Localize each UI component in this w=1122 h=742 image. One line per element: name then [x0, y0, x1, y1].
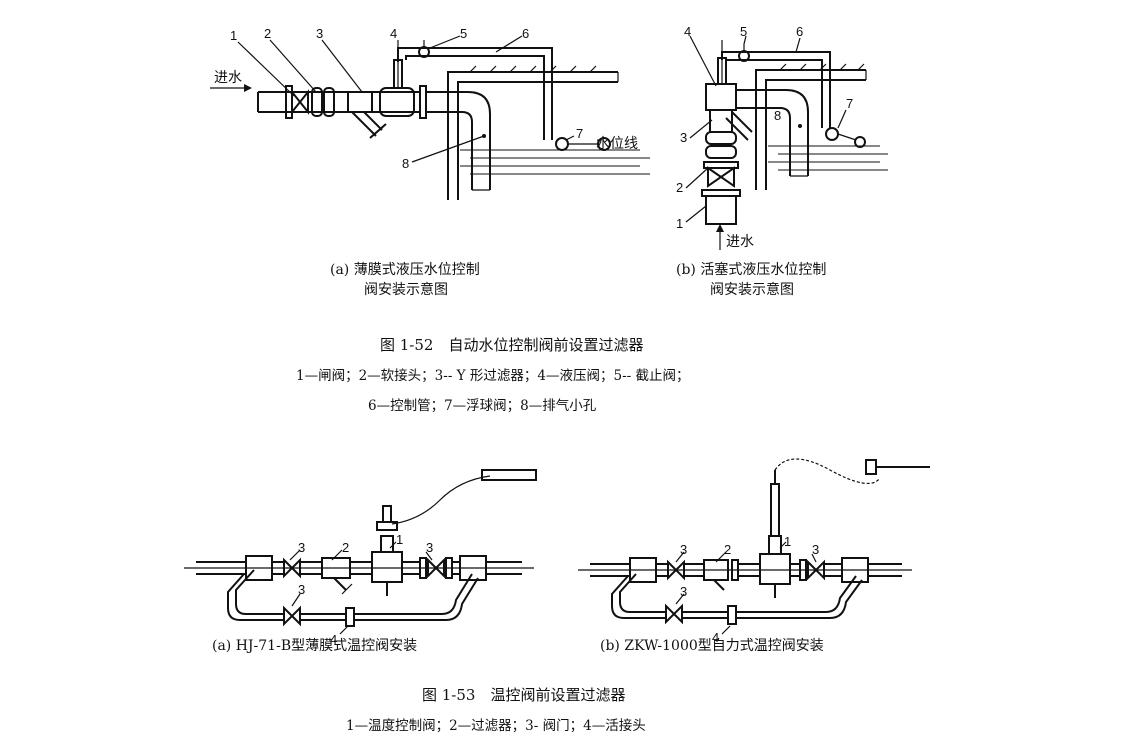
label-53b-2: 2 [724, 542, 731, 557]
diagram-53a [184, 469, 537, 635]
water-line-label: 水位线 [596, 135, 638, 151]
inlet-label-52a: 进水 [214, 69, 242, 85]
label-52b-8: 8 [774, 108, 781, 123]
label-53b-3-bypass: 3 [680, 584, 687, 599]
label-53a-1: 1 [396, 532, 403, 547]
caption-53a: (a) HJ-71-B型薄膜式温控阀安装 [212, 638, 417, 654]
label-53a-3-bypass: 3 [298, 582, 305, 597]
label-53b-3-right: 3 [812, 542, 819, 557]
caption-52b-line2: 阀安装示意图 [710, 281, 794, 298]
label-52a-5: 5 [460, 26, 467, 41]
label-53b-4: 4 [712, 630, 719, 645]
label-53a-3-left: 3 [298, 540, 305, 555]
label-52a-7: 7 [576, 126, 583, 141]
caption-52b-line1: (b) 活塞式液压水位控制 [676, 261, 826, 278]
label-52a-4: 4 [390, 26, 397, 41]
label-52a-2: 2 [264, 26, 271, 41]
label-52a-8: 8 [402, 156, 409, 171]
label-52b-2: 2 [676, 180, 683, 195]
fig52-legend-line1: 1—闸阀；2—软接头；3-- Y 形过滤器；4—液压阀；5-- 截止阀； [296, 367, 689, 384]
label-52b-7: 7 [846, 96, 853, 111]
label-52a-3: 3 [316, 26, 323, 41]
caption-52a-line2: 阀安装示意图 [364, 281, 448, 298]
label-52a-1: 1 [230, 28, 237, 43]
diagram-53b [578, 458, 930, 635]
inlet-label-52b: 进水 [726, 233, 754, 249]
fig53-legend: 1—温度控制阀；2—过滤器；3- 阀门；4—活接头 [346, 717, 646, 734]
label-53b-3-left: 3 [680, 542, 687, 557]
label-52b-6: 6 [796, 24, 803, 39]
fig52-legend-line2: 6—控制管；7—浮球阀；8—排气小孔 [368, 398, 597, 414]
caption-53b: (b) ZKW-1000型自力式温控阀安装 [600, 638, 824, 654]
label-52b-3: 3 [680, 130, 687, 145]
fig53-title: 图 1-53 温控阀前设置过滤器 [422, 686, 625, 704]
diagram-52a [210, 35, 650, 200]
label-52b-1: 1 [676, 216, 683, 231]
fig52-title: 图 1-52 自动水位控制阀前设置过滤器 [380, 336, 643, 354]
label-53a-2: 2 [342, 540, 349, 555]
diagram-52b [685, 35, 888, 250]
label-52b-5: 5 [740, 24, 747, 39]
label-52b-4: 4 [684, 24, 691, 39]
caption-52a-line1: (a) 薄膜式液压水位控制 [330, 262, 480, 278]
label-53a-4: 4 [330, 632, 337, 647]
label-52a-6: 6 [522, 26, 529, 41]
label-53b-1: 1 [784, 534, 791, 549]
label-53a-3-right: 3 [426, 540, 433, 555]
